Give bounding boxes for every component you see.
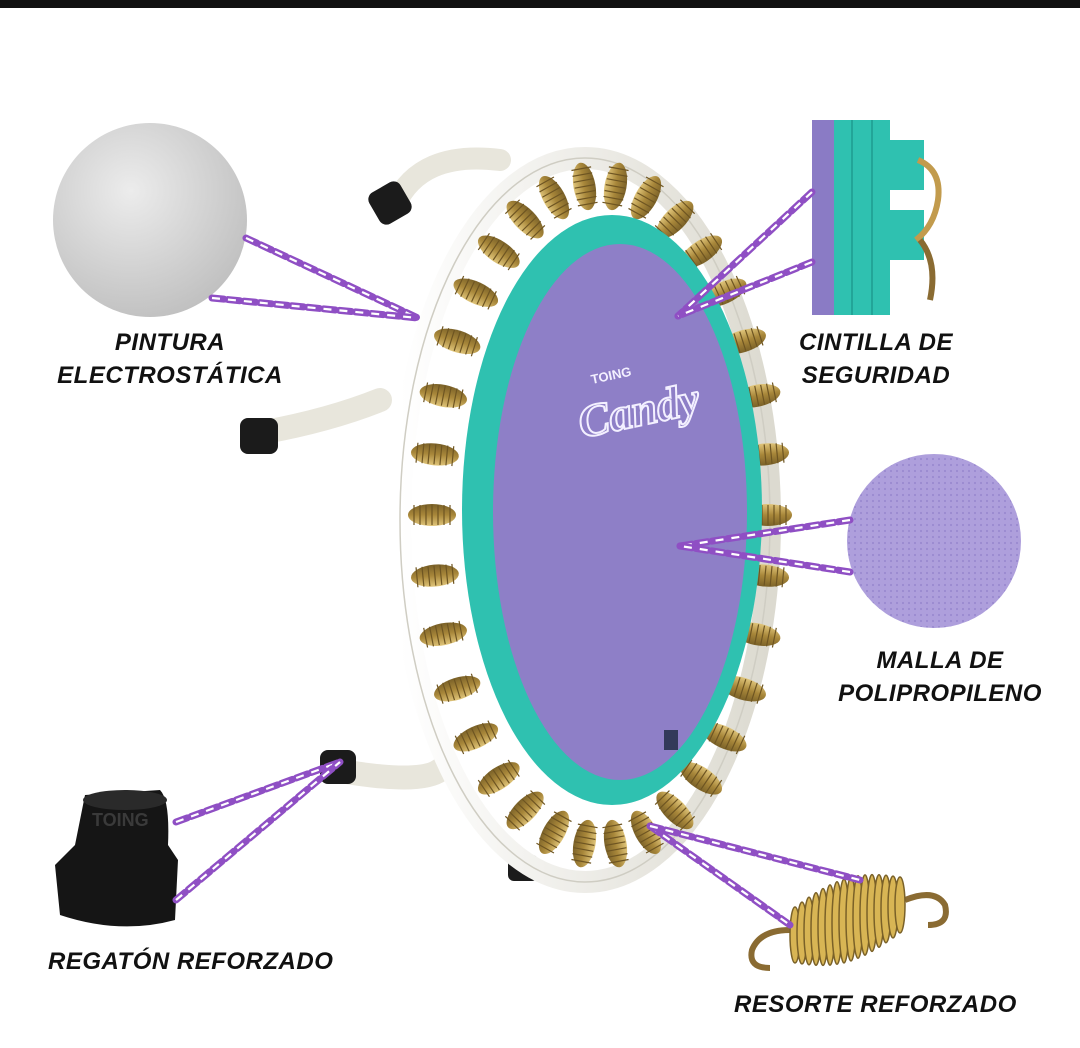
spring [504, 199, 546, 240]
spring [602, 819, 629, 868]
foot-cap-middle [240, 418, 278, 454]
chain-highlight [649, 824, 861, 882]
chain-highlight [211, 296, 419, 320]
frame-leg-middle [253, 388, 392, 444]
label-safety-band: CINTILLA DE SEGURIDAD [799, 329, 953, 389]
label-reinforced-spring: RESORTE REFORZADO [734, 991, 1017, 1018]
spring [410, 563, 459, 588]
chain-link [242, 234, 422, 322]
spring [434, 326, 481, 357]
spring [628, 175, 664, 220]
spring [419, 620, 467, 648]
connector-chains [172, 188, 864, 929]
jump-mat [493, 244, 747, 780]
spring [504, 790, 546, 831]
reinforced-cap: TOING [55, 790, 178, 927]
foot-cap-top [368, 181, 412, 225]
reinforced-spring [748, 873, 949, 971]
spring [453, 275, 499, 310]
spring [654, 199, 696, 240]
chain-highlight [175, 761, 341, 901]
chain-highlight [649, 825, 791, 926]
mat-tag [664, 730, 678, 750]
spring [453, 720, 499, 755]
spring [654, 790, 696, 831]
chain-highlight [679, 518, 851, 548]
paint-texture-swatch [53, 123, 247, 317]
frame-leg-top [384, 147, 511, 216]
spring [410, 442, 459, 467]
chain-link [674, 258, 816, 320]
spring [536, 175, 572, 220]
spring [434, 673, 481, 704]
spring-coil [894, 876, 906, 934]
spring [680, 759, 723, 797]
spring [419, 382, 467, 410]
chain-highlight [679, 544, 851, 574]
label-reinforced-cap: REGATÓN REFORZADO [48, 948, 334, 975]
spring [571, 162, 598, 211]
spring [477, 233, 520, 271]
spring [536, 810, 572, 855]
spring [602, 162, 629, 211]
chain-link [674, 188, 816, 320]
frame-legs [240, 147, 538, 881]
cap-brand-text: TOING [92, 810, 149, 830]
spring [408, 504, 456, 526]
label-polypropylene-mesh: MALLA DE POLIPROPILENO [838, 647, 1042, 707]
chain-highlight [175, 760, 341, 824]
top-border [0, 0, 1080, 8]
band-closeup [812, 120, 942, 315]
label-electrostatic-paint: PINTURA ELECTROSTÁTICA [57, 329, 283, 389]
spring [477, 759, 520, 797]
mesh-texture-swatch [847, 454, 1021, 628]
spring [571, 819, 598, 868]
